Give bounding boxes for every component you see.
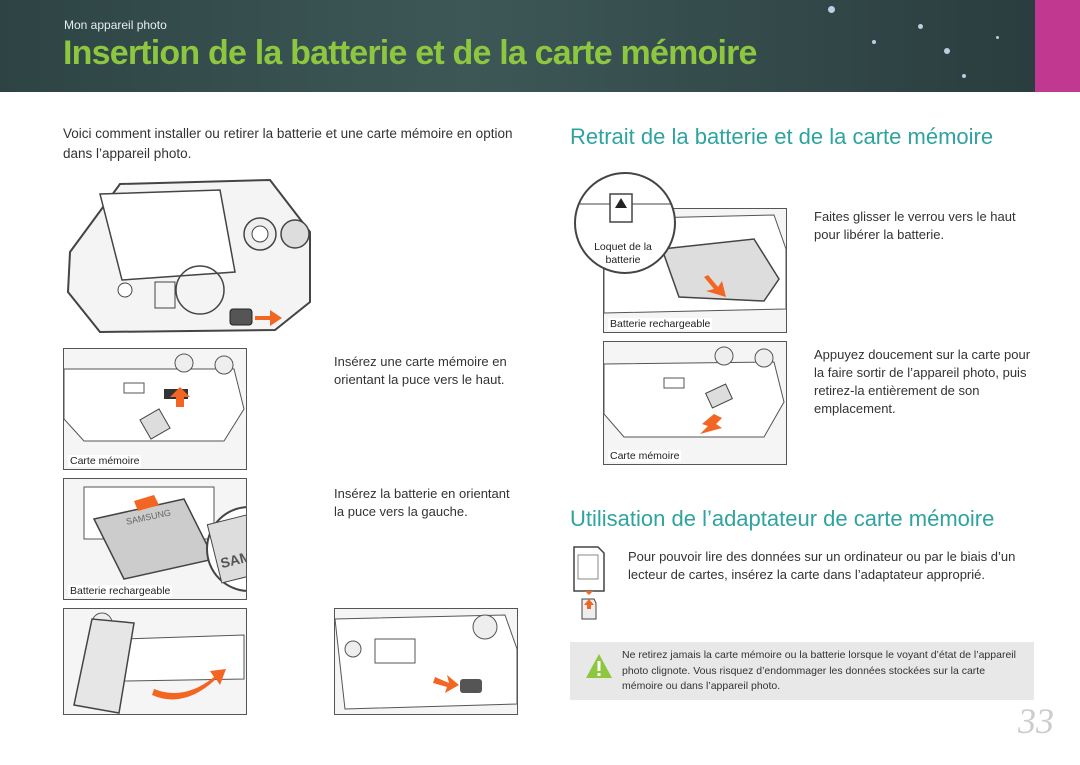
battery-caption: Batterie rechargeable bbox=[68, 585, 173, 597]
battery-lock-caption-line1: Loquet de la bbox=[594, 241, 652, 253]
sparkle-decoration bbox=[918, 24, 923, 29]
intro-text: Voici comment installer ou retirer la ba… bbox=[63, 126, 513, 161]
page-header bbox=[0, 0, 1035, 92]
warning-box: Ne retirez jamais la carte mémoire ou la… bbox=[570, 642, 1034, 700]
sparkle-decoration bbox=[872, 40, 876, 44]
removal-battery-text: Faites glisser le verrou vers le haut po… bbox=[814, 209, 1016, 242]
battery-lock-zoom bbox=[574, 172, 676, 274]
page-number: 33 bbox=[1018, 701, 1054, 741]
sd-adapter-icon bbox=[573, 546, 605, 620]
removal-card-text: Appuyez doucement sur la carte pour la f… bbox=[814, 347, 1031, 416]
battery-insert-illustration: SAMSUNG SAMS bbox=[64, 479, 246, 599]
step-insert-battery: Insérez la batterie en orientant la puce… bbox=[334, 486, 510, 519]
card-removal-illustration bbox=[604, 342, 786, 464]
adapter-heading: Utilisation de l’adaptateur de carte mém… bbox=[570, 506, 995, 531]
warning-text: Ne retirez jamais la carte mémoire ou la… bbox=[622, 649, 1016, 692]
warning-icon bbox=[586, 654, 612, 678]
close-cover-figure bbox=[63, 608, 247, 715]
sparkle-decoration bbox=[944, 48, 950, 54]
step-insert-card: Insérez une carte mémoire en orientant l… bbox=[334, 354, 507, 387]
sparkle-decoration bbox=[828, 6, 835, 13]
page-title: Insertion de la batterie et de la carte … bbox=[63, 34, 757, 72]
battery-lock-caption-line2: batterie bbox=[605, 254, 641, 266]
battery-insert-figure: SAMSUNG SAMS Batterie rechargeable bbox=[63, 478, 247, 600]
sparkle-decoration bbox=[996, 36, 999, 39]
chapter-tab bbox=[1035, 0, 1080, 92]
camera-bottom-illustration bbox=[66, 178, 311, 334]
card-insert-illustration bbox=[64, 349, 246, 469]
card-insert-figure: Carte mémoire bbox=[63, 348, 247, 470]
removal-heading: Retrait de la batterie et de la carte mé… bbox=[570, 124, 994, 149]
lock-cover-figure bbox=[334, 608, 518, 715]
card-removal-figure: Carte mémoire bbox=[603, 341, 787, 465]
sparkle-decoration bbox=[962, 74, 966, 78]
breadcrumb[interactable]: Mon appareil photo bbox=[64, 18, 167, 32]
close-cover-illustration bbox=[64, 609, 246, 714]
card-right-caption: Carte mémoire bbox=[608, 450, 682, 462]
battery-right-caption: Batterie rechargeable bbox=[608, 318, 713, 330]
card-caption: Carte mémoire bbox=[68, 455, 142, 467]
lock-cover-illustration bbox=[335, 609, 517, 714]
battery-lock-caption: Loquet de la batterie bbox=[582, 241, 664, 267]
adapter-text: Pour pouvoir lire des données sur un ord… bbox=[628, 549, 1016, 582]
